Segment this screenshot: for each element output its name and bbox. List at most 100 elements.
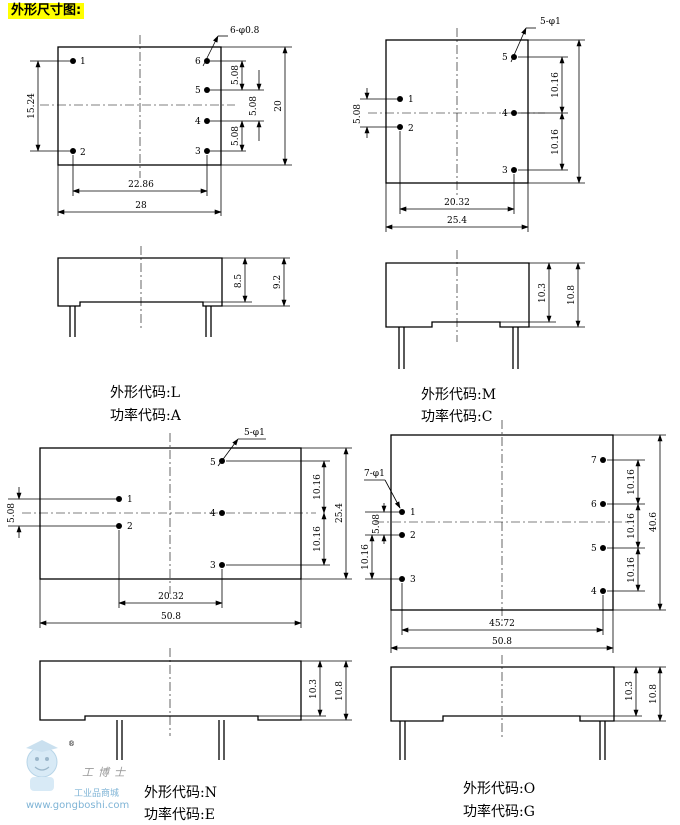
dim-pitch: 10.16 — [627, 557, 637, 583]
pin-label: 4 — [591, 587, 597, 597]
pin-label: 7 — [591, 456, 597, 466]
pin-hole — [600, 545, 606, 551]
pin-hole — [70, 58, 76, 64]
watermark-logo — [26, 740, 58, 791]
pin-label: 5 — [210, 458, 216, 468]
pin-label: 6 — [591, 500, 597, 510]
pin-label: 1 — [408, 95, 414, 105]
dim-pin-span: 45.72 — [489, 619, 515, 629]
pin-label: 5 — [195, 86, 201, 96]
dim-side-total: 10.8 — [649, 684, 659, 704]
dim-pitch: 5.08 — [231, 126, 241, 146]
pin-label: 5 — [502, 53, 508, 63]
view-O: 1 2 3 4 5 6 7 7-φ1 5.08 10.16 — [361, 420, 666, 820]
pin-label: 2 — [408, 124, 414, 134]
hole-note: 6-φ0.8 — [230, 26, 260, 36]
dim-width-overall: 28 — [135, 201, 147, 211]
dim-pitch: 10.16 — [627, 469, 637, 495]
pin-label: 6 — [195, 57, 201, 67]
shape-code-label: 外形代码:N — [144, 785, 217, 801]
pin-hole — [204, 58, 210, 64]
dim-width-overall: 50.8 — [161, 612, 181, 622]
view-N: 1 2 3 4 5 5-φ1 5.08 10.16 10.16 25.4 — [7, 428, 352, 823]
dim-side-total: 10.8 — [335, 681, 345, 701]
pin-label: 3 — [410, 575, 416, 585]
module-body-outline — [57, 46, 222, 166]
pin-label: 2 — [80, 148, 86, 158]
dim-pin-span: 20.32 — [158, 592, 184, 602]
pin-hole — [397, 96, 403, 102]
pin-hole — [116, 496, 122, 502]
view-M: 1 2 3 4 5 5-φ1 5.08 10.16 10.16 — [353, 17, 585, 425]
view-L-top: 1 2 3 4 5 6 6-φ0.8 15.24 5.08 5.08 — [27, 26, 292, 216]
shape-code-label: 外形代码:M — [421, 387, 496, 403]
pin-label: 1 — [127, 495, 133, 505]
dim-height-overall: 20 — [274, 100, 284, 112]
hole-note: 5-φ1 — [540, 17, 561, 27]
dim-pitch: 10.16 — [313, 526, 323, 552]
dim-pin-span: 22.86 — [128, 180, 154, 190]
page-title: 外形尺寸图: — [8, 3, 85, 19]
pin-label: 1 — [80, 57, 86, 67]
pin-label: 4 — [502, 109, 508, 119]
dim-pitch: 5.08 — [353, 104, 363, 124]
module-side-outline — [385, 262, 530, 328]
pin-hole — [397, 124, 403, 130]
leader-line — [217, 438, 239, 467]
dim-pitch: 10.16 — [627, 513, 637, 539]
pin-hole — [511, 167, 517, 173]
pin-label: 2 — [127, 522, 133, 532]
watermark-tagline: 工业品商城 — [74, 789, 120, 799]
dim-side-body: 8.5 — [234, 274, 244, 289]
dim-side-body: 10.3 — [309, 679, 319, 699]
pin-label: 4 — [195, 117, 201, 127]
dim-side-body: 10.3 — [625, 681, 635, 701]
dim-pitch: 5.08 — [7, 503, 17, 523]
module-side-outline — [390, 666, 615, 722]
dim-height-overall: 25.4 — [335, 503, 345, 523]
pin-hole — [600, 588, 606, 594]
pin-hole — [204, 148, 210, 154]
module-side-outline — [57, 257, 223, 307]
shape-code-label: 外形代码:L — [110, 385, 180, 401]
module-side-outline — [39, 660, 302, 721]
dim-pitch: 5.08 — [249, 96, 259, 116]
dim-row-span: 15.24 — [27, 93, 37, 119]
pin-label: 5 — [591, 544, 597, 554]
dim-height-overall: 40.6 — [649, 512, 659, 532]
leader-line — [384, 479, 401, 509]
view-M-side: 10.3 10.8 — [385, 250, 585, 369]
pin-hole — [399, 576, 405, 582]
pin-hole — [600, 457, 606, 463]
shape-code-label: 外形代码:O — [463, 781, 535, 797]
dim-side-total: 10.8 — [567, 285, 577, 305]
watermark-brand: 工博士 — [82, 766, 130, 779]
pin-hole — [511, 110, 517, 116]
pin-hole — [219, 562, 225, 568]
pin-hole — [204, 87, 210, 93]
watermark-reg: ® — [68, 740, 75, 748]
dim-pin-span: 20.32 — [444, 198, 470, 208]
dim-pitch: 5.08 — [231, 65, 241, 85]
pin-label: 1 — [410, 508, 416, 518]
watermark-url: www.gongboshi.com — [26, 800, 130, 811]
dim-pitch: 10.16 — [313, 474, 323, 500]
dim-side-body: 10.3 — [538, 283, 548, 303]
dim-pitch: 10.16 — [551, 129, 561, 155]
view-N-top: 1 2 3 4 5 5-φ1 5.08 10.16 10.16 25.4 — [7, 428, 352, 628]
pin-label: 3 — [195, 147, 201, 157]
dim-pitch: 10.16 — [551, 72, 561, 98]
power-code-label: 功率代码:A — [110, 407, 182, 424]
power-code-label: 功率代码:E — [144, 806, 215, 823]
hole-note: 7-φ1 — [364, 469, 385, 479]
dim-width-overall: 50.8 — [492, 637, 512, 647]
pin-hole — [204, 118, 210, 124]
pin-hole — [116, 523, 122, 529]
pin-label: 3 — [502, 166, 508, 176]
module-body-outline — [39, 447, 302, 580]
view-M-top: 1 2 3 4 5 5-φ1 5.08 10.16 10.16 — [353, 17, 585, 232]
view-O-top: 1 2 3 4 5 6 7 7-φ1 5.08 10.16 — [361, 420, 666, 653]
pin-label: 3 — [210, 561, 216, 571]
view-N-side: 10.3 10.8 — [39, 648, 352, 760]
